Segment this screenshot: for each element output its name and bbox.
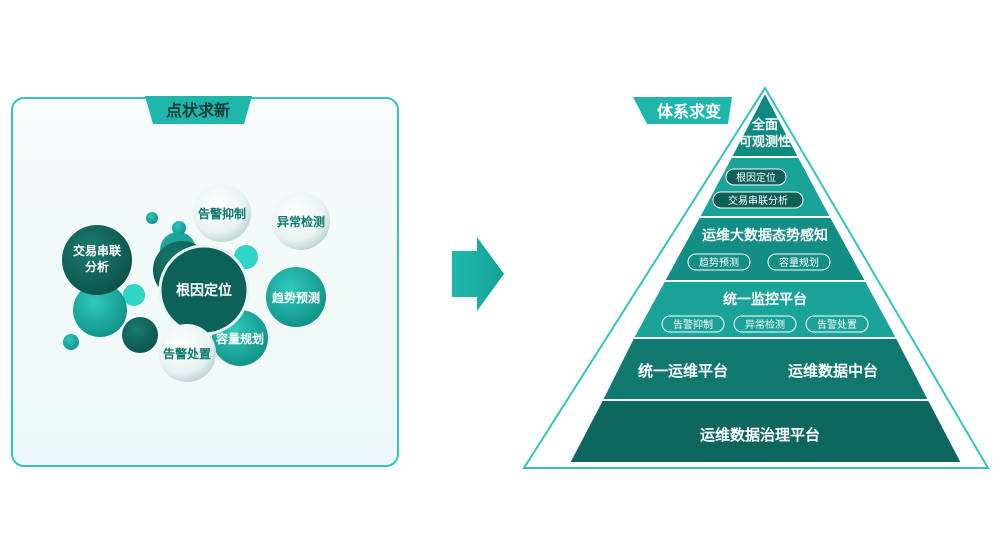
- right-panel-title: 体系求变: [657, 102, 721, 121]
- bubble-capacity-plan-label: 容量规划: [215, 331, 264, 346]
- bubble-anomaly-detect: 异常检测: [272, 192, 330, 250]
- bubble-alarm-suppress-label: 告警抑制: [198, 206, 246, 221]
- right-arrow-icon: [452, 237, 504, 311]
- decor-circle: [122, 317, 158, 353]
- tier3-pill-capacity: 容量规划: [767, 253, 831, 271]
- bubble-alarm-suppress: 告警抑制: [193, 184, 251, 242]
- tier3-pill-trend: 趋势预测: [687, 253, 751, 271]
- bubble-txn-chain-line2: 分析: [85, 259, 109, 274]
- tier2-pill-label: 交易串联分析: [728, 194, 788, 207]
- tier6-title: 运维数据治理平台: [700, 426, 820, 444]
- tier3-title: 运维大数据态势感知: [702, 227, 828, 244]
- left-title-banner: [145, 96, 252, 124]
- bubble-root-cause-label: 根因定位: [176, 282, 232, 299]
- decor-dot: [172, 221, 186, 235]
- decor-dot: [123, 284, 145, 306]
- left-panel-title: 点状求新: [166, 101, 230, 120]
- tier1-label-line2: 可观测性: [739, 134, 791, 150]
- bubble-anomaly-detect-label: 异常检测: [277, 214, 325, 229]
- tier4-pill-anomaly: 异常检测: [733, 315, 797, 333]
- pyramid-outline: [522, 86, 990, 469]
- tier4-pill-label: 异常检测: [745, 318, 785, 331]
- tier4-pill-label: 告警抑制: [673, 318, 713, 331]
- pyramid-tier-3: [662, 216, 868, 282]
- tier2-pill-label: 根因定位: [736, 171, 776, 184]
- left-panel: 点状求新 交易串联 分析 告警抑制 异常检测 趋势预测: [11, 96, 399, 467]
- tier3-pill-label: 容量规划: [779, 256, 819, 269]
- bubble-alarm-handle-label: 告警处置: [163, 346, 211, 361]
- tier4-pill-handle: 告警处置: [805, 315, 869, 333]
- bubble-trend-predict-label: 趋势预测: [272, 290, 320, 305]
- pyramid-tier-6: [567, 399, 964, 464]
- tier1-label-line1: 全面: [751, 117, 778, 133]
- decor-dot: [146, 212, 158, 224]
- bubble-root-cause: 根因定位: [158, 244, 250, 336]
- decor-circle: [73, 283, 127, 337]
- bubble-txn-chain-line1: 交易串联: [73, 243, 121, 258]
- decor-dot: [63, 334, 79, 350]
- tier3-pill-label: 趋势预测: [699, 256, 739, 269]
- tier5-left-label: 统一运维平台: [638, 362, 728, 380]
- tier2-pill-txn-chain: 交易串联分析: [712, 191, 804, 209]
- bubble-trend-predict: 趋势预测: [266, 267, 326, 327]
- bubble-txn-chain: 交易串联 分析: [62, 225, 132, 295]
- tier4-pill-suppress: 告警抑制: [661, 315, 725, 333]
- bubble-alarm-handle: 告警处置: [158, 324, 216, 382]
- tier4-title: 统一监控平台: [723, 291, 807, 308]
- tier4-pill-label: 告警处置: [817, 318, 857, 331]
- tier5-right-label: 运维数据中台: [788, 362, 878, 380]
- right-title-banner: 体系求变: [633, 97, 732, 124]
- tier2-pill-root-cause: 根因定位: [725, 168, 787, 186]
